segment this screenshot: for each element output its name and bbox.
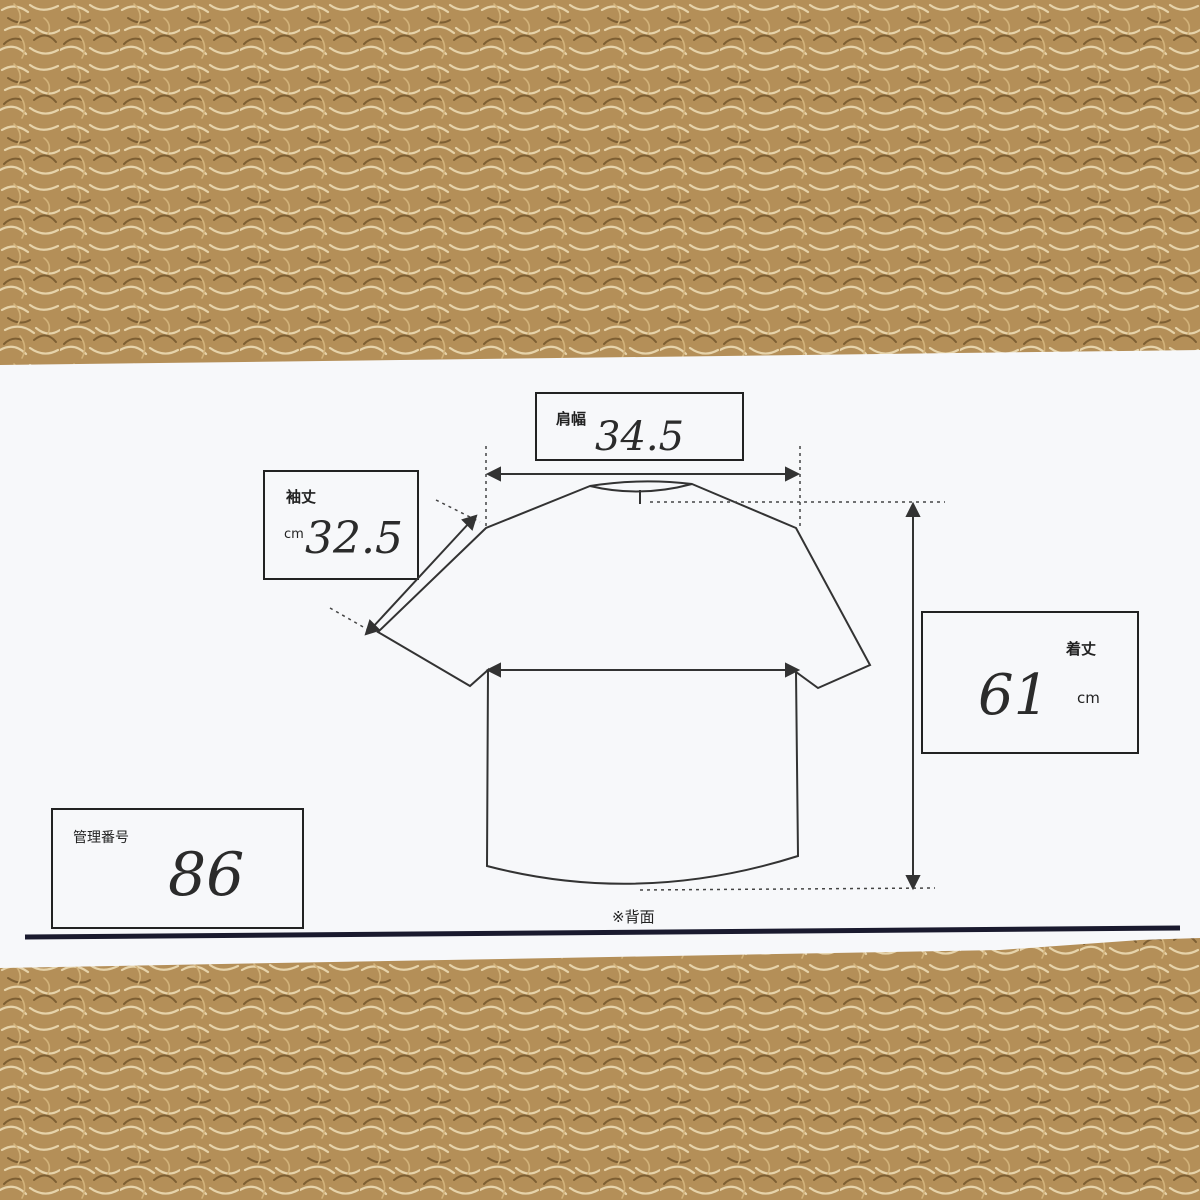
sleeve-length-box (263, 470, 419, 580)
sleeve-length-unit: cm (284, 527, 304, 542)
bottom-rule (24, 925, 1181, 940)
management-number-label: 管理番号 (73, 830, 129, 846)
shoulder-width-box (535, 392, 744, 461)
shoulder-width-label: 肩幅 (556, 410, 586, 428)
sleeve-length-label: 袖丈 (286, 488, 316, 506)
t-shirt-diagram (376, 480, 872, 885)
sleeve-length-value: 32.5 (305, 513, 403, 564)
length-value: 61 (978, 663, 1049, 728)
length-box (921, 611, 1139, 754)
management-number-box (51, 808, 304, 929)
length-label: 着丈 (1065, 640, 1096, 658)
shoulder-width-value: 34.5 (595, 414, 684, 460)
length-unit: cm (1077, 689, 1100, 707)
management-number-value: 86 (168, 840, 244, 910)
measurement-arrows (364, 466, 921, 891)
measurement-guides (329, 446, 945, 891)
back-note: ※背面 (612, 908, 655, 926)
